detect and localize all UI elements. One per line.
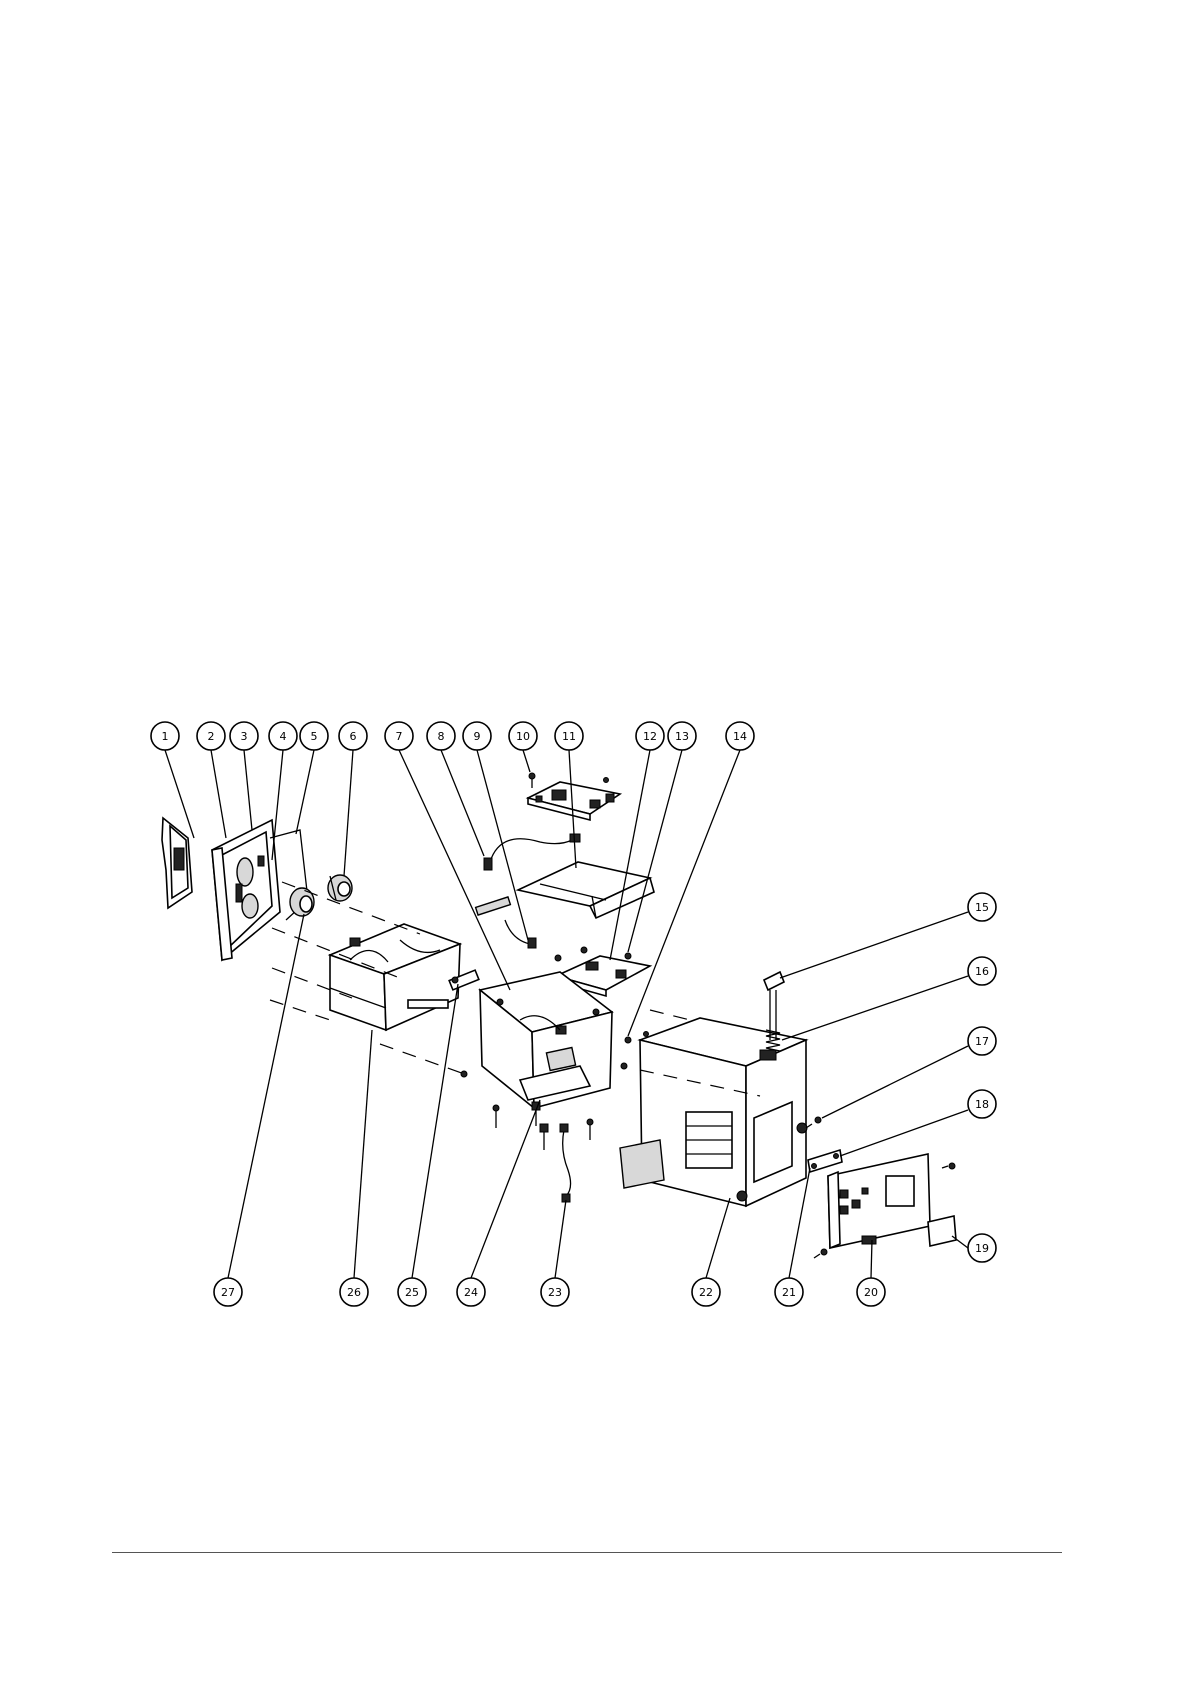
callout-20: 20 [857,1278,885,1306]
callout-11: 11 [555,722,583,750]
callout-8: 8 [427,722,455,750]
callout-18: 18 [968,1090,996,1118]
svg-text:14: 14 [733,730,747,743]
svg-text:17: 17 [975,1035,989,1048]
svg-text:15: 15 [975,901,989,914]
part-10-main-pcb [528,773,620,820]
callout-5: 5 [300,722,328,750]
callout-17: 17 [968,1027,996,1055]
part-22-label-sticker [620,1140,664,1188]
svg-text:19: 19 [975,1242,989,1255]
svg-text:6: 6 [350,730,357,743]
svg-text:12: 12 [643,730,657,743]
callout-3: 3 [230,722,258,750]
svg-text:25: 25 [405,1286,419,1299]
part-19-cover-plate [928,1216,956,1246]
callout-4: 4 [269,722,297,750]
callout-22: 22 [692,1278,720,1306]
callout-19: 19 [968,1234,996,1262]
callout-14: 14 [726,722,754,750]
part-26-recorder-module [330,924,460,1030]
svg-text:9: 9 [474,730,481,743]
callout-13: 13 [668,722,696,750]
svg-text:20: 20 [864,1286,878,1299]
callout-23: 23 [541,1278,569,1306]
callout-9: 9 [463,722,491,750]
callout-21: 21 [775,1278,803,1306]
callout-27: 27 [214,1278,242,1306]
callout-24: 24 [457,1278,485,1306]
part-11-insulation-sheet [518,862,654,918]
svg-text:24: 24 [464,1286,478,1299]
svg-text:1: 1 [162,730,169,743]
callout-16: 16 [968,957,996,985]
part-22-main-housing [640,1018,807,1206]
svg-text:5: 5 [311,730,318,743]
svg-text:26: 26 [347,1286,361,1299]
svg-text:13: 13 [675,730,689,743]
part-6-knob [328,875,352,901]
part-17-screw [806,1117,821,1128]
part-1-front-plate [162,818,192,908]
part-rear-screw [814,1249,827,1258]
callout-2: 2 [197,722,225,750]
footer-divider [112,1552,1062,1553]
svg-text:4: 4 [280,730,287,743]
svg-text:8: 8 [438,730,445,743]
svg-text:7: 7 [396,730,403,743]
svg-text:27: 27 [221,1286,235,1299]
svg-text:2: 2 [208,730,215,743]
svg-text:11: 11 [562,730,576,743]
svg-text:16: 16 [975,965,989,978]
callout-12: 12 [636,722,664,750]
callout-7: 7 [385,722,413,750]
svg-text:23: 23 [548,1286,562,1299]
callout-26: 26 [340,1278,368,1306]
callout-10: 10 [509,722,537,750]
svg-text:18: 18 [975,1098,989,1111]
callout-1: 1 [151,722,179,750]
svg-text:10: 10 [516,730,530,743]
part-21-side-bracket [808,1150,842,1172]
callout-25: 25 [398,1278,426,1306]
svg-text:22: 22 [699,1286,713,1299]
part-23-cable [560,1124,571,1202]
callout-15: 15 [968,893,996,921]
callout-6: 6 [339,722,367,750]
part-3-front-panel [212,820,280,960]
svg-text:21: 21 [782,1286,796,1299]
svg-text:3: 3 [241,730,248,743]
